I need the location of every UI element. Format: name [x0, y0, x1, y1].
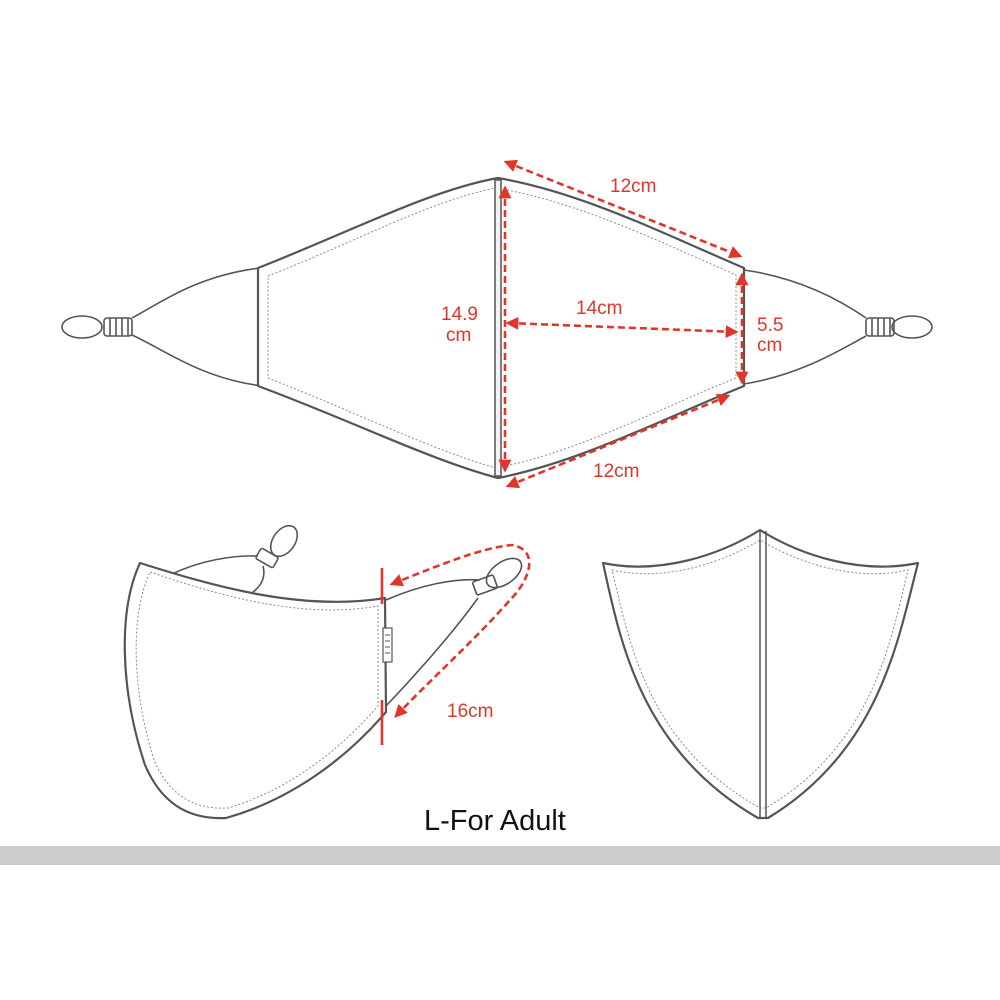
side-height-unit-label: cm	[757, 335, 782, 356]
side-view-label-tag-lines	[385, 634, 390, 654]
top-edge-label: 12cm	[610, 176, 656, 197]
left-ear-strap	[131, 267, 263, 387]
right-loop-end	[891, 315, 933, 339]
bottom-edge-dimension-arrow	[505, 393, 731, 489]
flat-mask-dimension-labels: 12cm 14.9 cm 14cm 5.5 cm 12cm	[441, 176, 783, 482]
flat-mask-dimensions	[498, 159, 749, 489]
front-view-mask-drawing	[601, 528, 920, 820]
left-strap-adjuster	[103, 317, 133, 337]
side-height-value-label: 5.5	[757, 315, 783, 336]
side-view-mask-drawing	[123, 524, 523, 820]
center-height-value-label: 14.9	[441, 304, 478, 325]
side-view-mask-body	[123, 561, 388, 820]
ear-loop-dimension-arrow	[389, 543, 531, 718]
side-view-front-adjuster	[472, 574, 498, 596]
ear-loop-dimension: 16cm	[380, 543, 531, 745]
side-view-front-strap	[385, 578, 481, 707]
size-caption: L-For Adult	[424, 805, 566, 837]
side-view-label-tag	[382, 627, 393, 663]
left-loop-end	[61, 315, 103, 339]
flat-mask-inner-seam	[267, 187, 737, 469]
right-strap-adjuster	[865, 317, 895, 337]
right-strap-adjuster-ridges	[871, 318, 891, 336]
side-view-front-loop	[485, 557, 523, 589]
front-view-inner-seam	[611, 539, 909, 809]
side-view-top-loop	[269, 524, 299, 558]
left-strap-adjuster-ridges	[109, 318, 129, 336]
flat-mask-center-seam	[494, 179, 502, 477]
front-view-center-seam	[759, 530, 767, 818]
bottom-edge-label: 12cm	[593, 461, 639, 482]
flat-mask-drawing	[61, 176, 933, 480]
half-width-dimension-arrow	[505, 316, 739, 339]
top-edge-dimension-arrow	[503, 159, 743, 259]
footer-bar	[0, 846, 1000, 865]
right-ear-strap	[743, 269, 867, 385]
side-view-back-strap	[169, 555, 259, 576]
ear-loop-label: 16cm	[447, 701, 493, 722]
side-view-top-adjuster	[255, 547, 279, 569]
center-height-unit-label: cm	[446, 325, 471, 346]
half-width-label: 14cm	[576, 298, 622, 319]
